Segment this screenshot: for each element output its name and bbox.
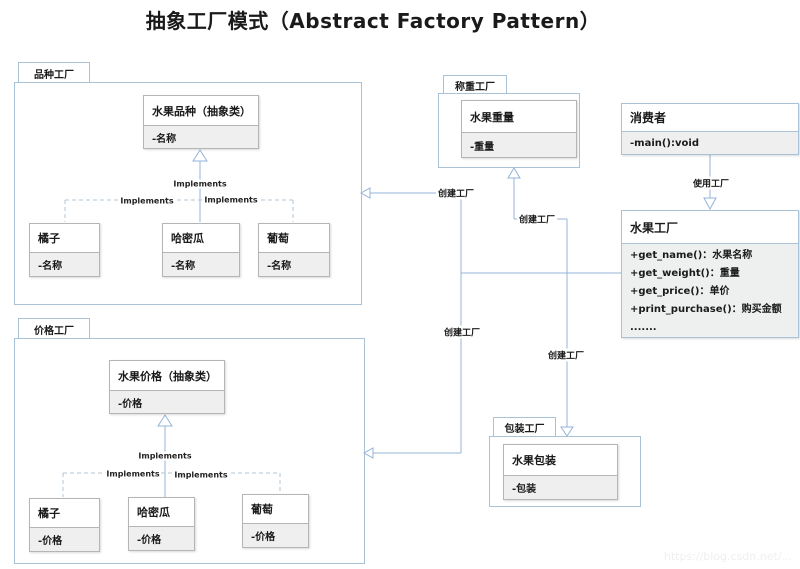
method-get-weight: +get_weight()：重量 bbox=[630, 268, 740, 279]
edge-label-implements: Implements bbox=[119, 196, 175, 206]
method-get-price: +get_price()：单价 bbox=[630, 286, 730, 297]
class-attribute: -名称 bbox=[144, 126, 258, 148]
class-title: 葡萄 bbox=[259, 224, 329, 253]
class-title: 水果价格（抽象类） bbox=[110, 361, 224, 391]
class-fruit-variety-abstract: 水果品种（抽象类） -名称 bbox=[143, 95, 259, 149]
edge-label-create-package: 创建工厂 bbox=[545, 348, 587, 362]
class-attribute: -包装 bbox=[504, 476, 617, 499]
group-tab-variety-factory: 品种工厂 bbox=[18, 62, 90, 84]
watermark: https://blog.csdn.net/... bbox=[663, 550, 792, 563]
edge-factory-creates-weight-package bbox=[507, 167, 574, 437]
edge-label-create-price: 创建工厂 bbox=[441, 325, 483, 339]
class-title: 消费者 bbox=[622, 104, 798, 132]
class-attribute: -main():void bbox=[622, 132, 798, 154]
method-ellipsis: ....... bbox=[630, 322, 657, 333]
class-orange-variety: 橘子 -名称 bbox=[29, 223, 100, 277]
class-title: 橘子 bbox=[30, 499, 99, 528]
edge-label-use-factory: 使用工厂 bbox=[690, 176, 732, 190]
page-title: 抽象工厂模式（Abstract Factory Pattern） bbox=[145, 9, 601, 33]
edge-label-implements: Implements bbox=[172, 179, 228, 189]
arrowhead-create-weight bbox=[507, 167, 521, 179]
class-attribute: -价格 bbox=[30, 528, 99, 551]
edge-label-create-weight: 创建工厂 bbox=[516, 212, 558, 226]
class-title: 水果包装 bbox=[504, 445, 617, 476]
class-title: 水果品种（抽象类） bbox=[144, 96, 258, 126]
edge-label-implements: Implements bbox=[137, 451, 193, 461]
edge-label-implements: Implements bbox=[203, 195, 259, 205]
edge-label-implements: Implements bbox=[105, 469, 161, 479]
arrowhead-use-factory bbox=[703, 197, 717, 211]
class-attribute: -价格 bbox=[243, 524, 308, 547]
group-tab-label: 价格工厂 bbox=[34, 325, 74, 337]
edge-label-create-variety: 创建工厂 bbox=[435, 186, 477, 200]
class-title: 哈密瓜 bbox=[163, 224, 239, 253]
method-get-name: +get_name()：水果名称 bbox=[630, 250, 753, 261]
group-tab-label: 包装工厂 bbox=[504, 424, 545, 435]
group-tab-weight-factory: 称重工厂 bbox=[443, 75, 507, 95]
class-fruit-factory: 水果工厂 +get_name()：水果名称 +get_weight()：重量 +… bbox=[621, 210, 799, 338]
class-attribute: -价格 bbox=[129, 527, 194, 550]
class-fruit-package: 水果包装 -包装 bbox=[503, 444, 618, 500]
class-grape-variety: 葡萄 -名称 bbox=[258, 223, 330, 277]
class-attribute: -价格 bbox=[110, 391, 224, 413]
class-title: 橘子 bbox=[30, 224, 99, 253]
edge-label-implements: Implements bbox=[173, 470, 229, 480]
group-tab-price-factory: 价格工厂 bbox=[18, 318, 90, 340]
arrowhead-create-package bbox=[560, 426, 574, 437]
class-grape-price: 葡萄 -价格 bbox=[242, 494, 309, 548]
class-fruit-weight: 水果重量 -重量 bbox=[461, 100, 577, 158]
group-tab-label: 品种工厂 bbox=[34, 69, 74, 81]
class-hamimelon-price: 哈密瓜 -价格 bbox=[128, 497, 195, 551]
class-attribute: -重量 bbox=[462, 133, 576, 157]
class-hamimelon-variety: 哈密瓜 -名称 bbox=[162, 223, 240, 277]
class-attribute: -名称 bbox=[163, 253, 239, 276]
class-attribute: -名称 bbox=[259, 253, 329, 276]
arrowhead-create-variety bbox=[359, 187, 371, 199]
class-orange-price: 橘子 -价格 bbox=[29, 498, 100, 552]
class-title: 水果重量 bbox=[462, 101, 576, 133]
group-tab-label: 称重工厂 bbox=[455, 81, 495, 93]
class-title: 哈密瓜 bbox=[129, 498, 194, 527]
class-consumer: 消费者 -main():void bbox=[621, 103, 799, 155]
class-title: 葡萄 bbox=[243, 495, 308, 524]
edge-factory-creates-variety-price bbox=[359, 187, 622, 459]
group-tab-package-factory: 包装工厂 bbox=[493, 417, 556, 438]
class-attribute: -名称 bbox=[30, 253, 99, 276]
class-fruit-price-abstract: 水果价格（抽象类） -价格 bbox=[109, 360, 225, 414]
arrowhead-create-price bbox=[362, 447, 374, 459]
class-title: 水果工厂 bbox=[622, 211, 798, 244]
class-method-list: +get_name()：水果名称 +get_weight()：重量 +get_p… bbox=[622, 244, 798, 337]
method-print-purchase: +print_purchase()：购买金额 bbox=[630, 304, 782, 315]
